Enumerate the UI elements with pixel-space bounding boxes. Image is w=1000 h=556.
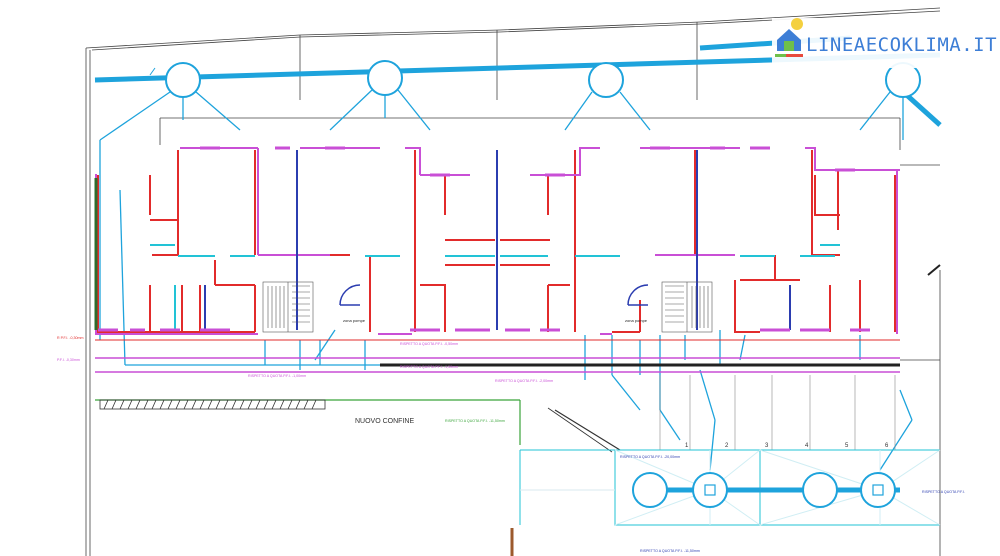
label-zona-pompe-b: zona pompe: [625, 318, 648, 323]
parcel-number-6: 6: [885, 443, 889, 449]
parcel-number-2: 2: [725, 443, 729, 449]
manholes-bottom: [632, 472, 900, 508]
plan-labels: NUOVO CONFINE zona pompe zona pompe RISP…: [57, 318, 965, 553]
parking-grid: [659, 375, 896, 450]
right-marker: [927, 264, 941, 276]
parcel-number-1: 1: [685, 443, 689, 449]
parcel-number-4: 4: [805, 443, 809, 449]
site-outline: [85, 7, 941, 556]
label-pfi-left2: P.F.I. -0,30mm: [57, 358, 80, 362]
parcel-number-3: 3: [765, 443, 769, 449]
staircase-right: [661, 281, 713, 333]
label-pfi-left: R P.F.I. -0,30mm: [57, 336, 84, 340]
label-rispetto-0-5: RISPETTO A QUOTA P.F.I. -0,50mm: [400, 342, 458, 346]
house-leaf-icon: [775, 18, 803, 57]
label-rispetto-2-0: RISPETTO A QUOTA P.F.I. -2,00mm: [495, 379, 553, 383]
hatched-bank: [99, 399, 621, 453]
building-walls: [97, 150, 896, 333]
openings: [150, 244, 840, 330]
staircase-left: [262, 281, 314, 333]
label-rispetto-1-5: RISPETTO A QUOTA P.F.I. -1,50mm: [400, 365, 458, 369]
parcel-number-5: 5: [845, 443, 849, 449]
brand-logo[interactable]: LINEAECOKLIMA.IT: [772, 18, 997, 68]
label-rispetto-20: RISPETTO A QUOTA P.F.I. -20,00mm: [620, 455, 680, 459]
label-rispetto-right: RISPETTO A QUOTA P.F.I.: [922, 490, 965, 494]
internal-walls-blue: [204, 150, 791, 330]
label-rispetto-1-0: RISPETTO A QUOTA P.F.I. -1,00mm: [248, 374, 306, 378]
label-nuovo-confine: NUOVO CONFINE: [355, 418, 414, 425]
label-rispetto-bottom2: RISPETTO A QUOTA P.F.I. -11,50mm: [640, 549, 700, 553]
pump-symbols: [339, 284, 649, 306]
label-rispetto-bottom: RISPETTO A QUOTA P.F.I. -11,50mm: [445, 419, 505, 423]
wall-tabs: [98, 146, 870, 332]
brand-name: LINEAECOKLIMA.IT: [806, 34, 998, 56]
setback-lines: [95, 339, 900, 445]
label-zona-pompe-a: zona pompe: [343, 318, 366, 323]
